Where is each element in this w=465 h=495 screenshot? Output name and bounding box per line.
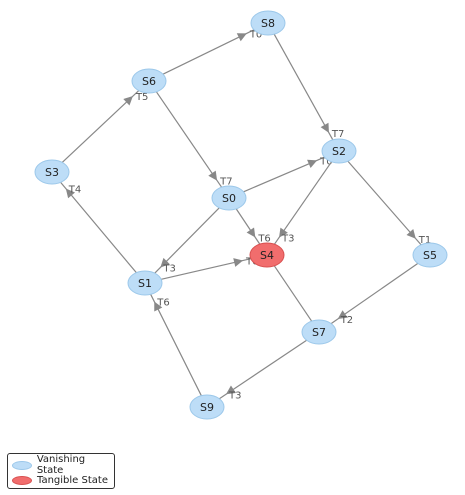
state-label: S4 [260,249,274,262]
state-label: S9 [200,401,214,414]
tangible-swatch [12,475,32,485]
state-node-s9[interactable]: S9 [189,394,225,420]
arrowhead [65,188,76,199]
state-label: S0 [222,192,236,205]
state-label: S7 [312,326,326,339]
transition-label: T7 [219,177,232,188]
transition-label: T5 [135,92,148,103]
transition-label: T3 [162,263,175,274]
arrowhead [154,301,163,312]
legend-vanishing: Vanishing State [12,454,114,476]
edge-S7-S9: T3 [218,339,308,401]
edge-S6-S0: T7 [155,91,233,188]
edge-S0-S2: T0 [243,156,333,193]
state-node-s7[interactable]: S7 [301,319,337,345]
state-label: S2 [332,145,346,158]
transition-label: T1 [418,235,431,246]
edge-S5-S7: T2 [330,262,419,326]
state-node-s8[interactable]: S8 [250,10,286,36]
arrowhead [320,122,329,133]
edge-S0-S4: T6 [235,208,271,244]
arrowhead [246,227,256,238]
arrowhead [236,33,247,42]
transition-label: T6 [156,297,169,308]
arrowhead [160,257,170,268]
arrowhead [337,310,348,320]
legend: Vanishing State Tangible State [7,453,115,489]
state-label: S5 [423,249,437,262]
state-label: S6 [142,75,156,88]
state-node-s2[interactable]: S2 [321,138,357,164]
state-label: S1 [138,277,152,290]
transition-label: T3 [281,234,294,245]
edge-S8-S2: T7 [273,33,344,141]
transition-label: T4 [68,184,81,195]
legend-tangible: Tangible State [12,473,108,487]
legend-vanishing-label: Vanishing State [36,454,86,476]
state-node-s3[interactable]: S3 [34,159,70,185]
legend-tangible-label: Tangible State [37,474,108,486]
state-node-s1[interactable]: S1 [127,270,163,296]
arrowhead [307,159,318,169]
edge-S3-S6: T5 [61,90,148,163]
transition-label: T6 [257,233,270,244]
edge-S4-S7 [273,265,313,322]
arrowhead [225,385,236,395]
state-node-s0[interactable]: S0 [211,185,247,211]
arrowhead [233,258,244,267]
transition-label: T0 [319,156,332,167]
edge-S2-S4: T3 [273,161,333,245]
transition-label: T0 [249,29,262,40]
state-label: S3 [45,166,59,179]
state-node-s4[interactable]: S4 [249,242,285,268]
arrowhead [406,229,416,239]
arrowhead [279,227,288,238]
edge-S9-S1: T6 [150,294,202,396]
state-node-s5[interactable]: S5 [412,242,448,268]
transition-label: T7 [331,129,344,140]
arrowhead [208,170,218,181]
edge-S1-S3: T4 [60,181,137,274]
edge-S2-S5: T1 [347,160,431,246]
edge-S1-S4: T0 [161,256,259,280]
edge-S6-S8: T0 [162,29,262,75]
transition-label: T2 [340,315,353,326]
edge-S0-S1: T3 [154,207,220,274]
transition-label: T0 [245,256,258,267]
vanishing-swatch [12,460,32,470]
arrowhead [123,96,133,106]
transition-label: T3 [228,390,241,401]
state-node-s6[interactable]: S6 [131,68,167,94]
state-label: S8 [261,17,275,30]
